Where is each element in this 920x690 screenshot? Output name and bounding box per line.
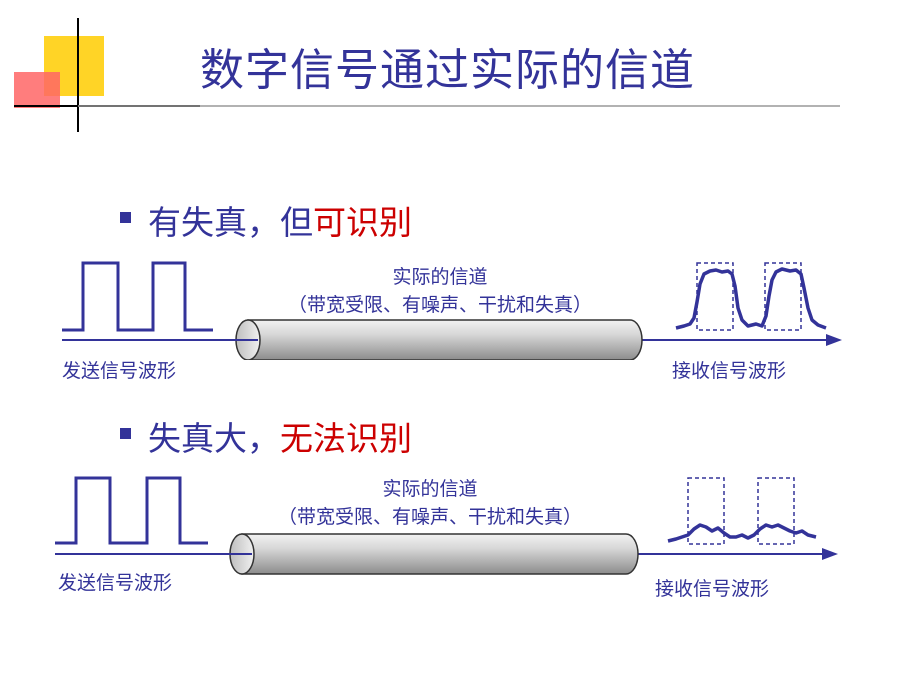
receive-waveform xyxy=(675,267,827,330)
signal-diagram-1 xyxy=(62,261,842,360)
channel-title-2: 实际的信道 xyxy=(382,478,478,500)
channel-subtitle-2: （带宽受限、有噪声、干扰和失真） xyxy=(277,506,582,528)
bullet-text-plain: 失真大， xyxy=(148,419,280,458)
reference-pulse-dashed xyxy=(687,477,725,545)
bullet-marker-1 xyxy=(120,212,131,223)
axis-arrowhead-icon xyxy=(826,334,842,346)
bullet-text-highlight: 可识别 xyxy=(313,203,412,242)
page-title: 数字信号通过实际的信道 xyxy=(200,45,695,96)
bullet-marker-2 xyxy=(120,428,131,439)
send-label-1: 发送信号波形 xyxy=(62,360,177,382)
bullet-text-plain: 有失真，但 xyxy=(148,203,313,242)
bullet-text-highlight: 无法识别 xyxy=(280,419,412,458)
channel-cylinder xyxy=(247,319,643,360)
reference-pulse-dashed xyxy=(696,262,734,331)
reference-pulse-dashed xyxy=(764,262,802,331)
send-label-2: 发送信号波形 xyxy=(58,572,173,594)
title-decoration xyxy=(14,18,200,132)
recv-label-1: 接收信号波形 xyxy=(672,360,787,382)
reference-pulse-dashed xyxy=(757,477,795,545)
axis-arrowhead-icon xyxy=(822,548,838,560)
send-waveform xyxy=(55,476,208,545)
bullet-text-2: 失真大，无法识别 xyxy=(148,412,412,460)
channel-cylinder xyxy=(241,533,639,575)
bullet-text-1: 有失真，但可识别 xyxy=(148,196,412,244)
recv-label-2: 接收信号波形 xyxy=(655,578,770,600)
send-waveform xyxy=(62,261,213,332)
deco-red-square xyxy=(14,72,60,108)
title-rule xyxy=(78,105,840,107)
receive-waveform xyxy=(667,523,817,543)
signal-diagram-2 xyxy=(55,476,838,575)
channel-title-1: 实际的信道 xyxy=(392,266,488,288)
channel-subtitle-1: （带宽受限、有噪声、干扰和失真） xyxy=(287,294,592,316)
